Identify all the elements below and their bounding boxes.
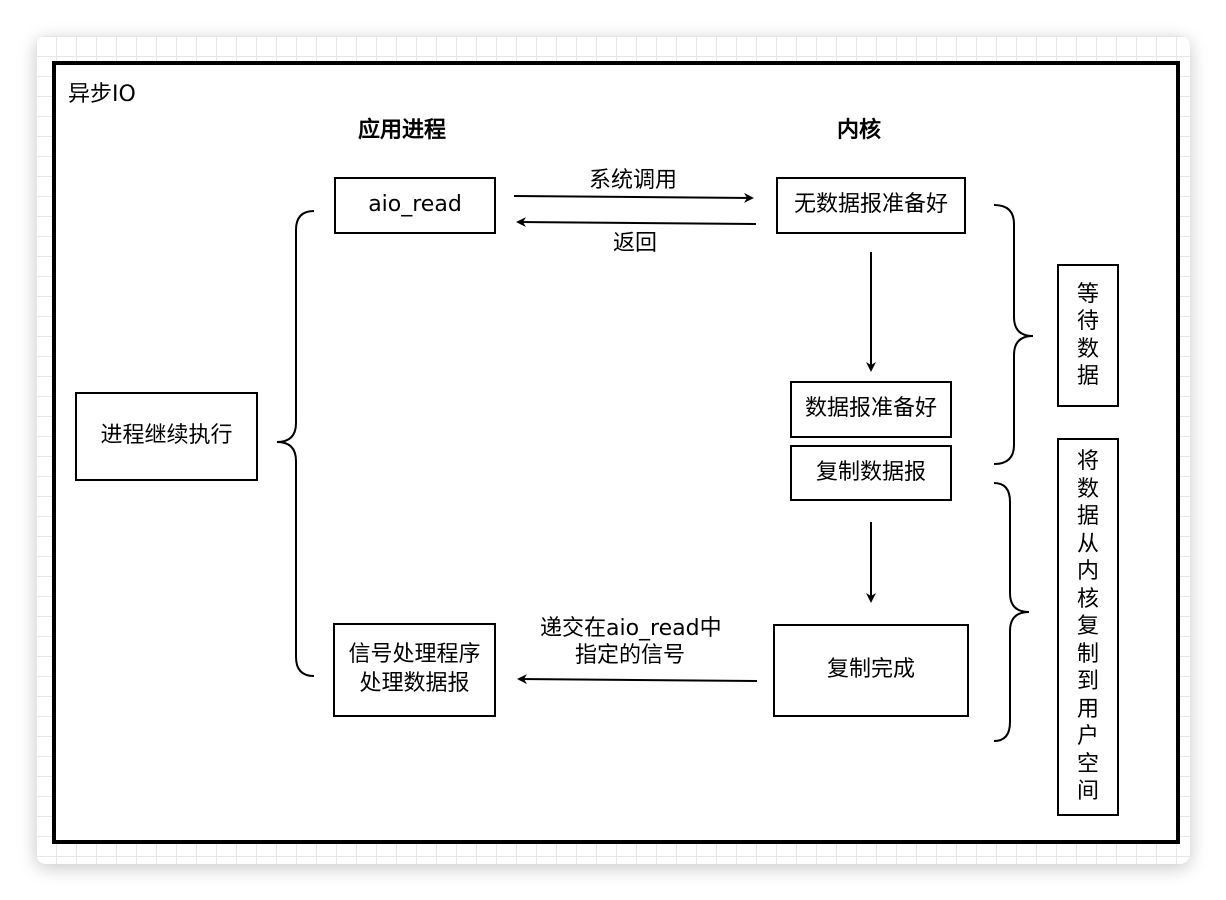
- node-process-continue-label: 进程继续执行: [100, 423, 233, 449]
- brace-wait-data: [993, 204, 1034, 465]
- header-kernel: 内核: [837, 118, 882, 143]
- arrow-deliver-signal: [517, 674, 758, 685]
- copy-to-user-char: 将: [1076, 449, 1099, 475]
- node-signal-handler-line1: 信号处理程序: [348, 642, 481, 668]
- node-aio-read-label: aio_read: [368, 192, 462, 218]
- arrow-return: [516, 217, 757, 228]
- node-copy-to-user[interactable]: 将数据从内核复制到用户空间: [1057, 438, 1119, 816]
- node-process-continue[interactable]: 进程继续执行: [75, 392, 258, 481]
- node-copy-datagram-label: 复制数据报: [815, 459, 926, 485]
- copy-to-user-char: 内: [1076, 559, 1099, 585]
- edge-label-deliver-line2: 指定的信号: [575, 643, 686, 668]
- wait-data-char: 数: [1076, 336, 1099, 362]
- edge-label-syscall: 系统调用: [589, 168, 678, 193]
- node-copy-done-label: 复制完成: [826, 657, 915, 683]
- header-app-process: 应用进程: [358, 118, 447, 143]
- arrow-syscall: [513, 192, 754, 203]
- brace-app-process: [276, 210, 315, 677]
- copy-to-user-char: 核: [1076, 586, 1099, 612]
- copy-to-user-char: 从: [1076, 531, 1099, 557]
- copy-to-user-char: 间: [1076, 779, 1099, 805]
- node-aio-read[interactable]: aio_read: [334, 177, 496, 234]
- wait-data-char: 待: [1076, 309, 1099, 334]
- copy-to-user-char: 到: [1076, 669, 1099, 695]
- node-data-ready[interactable]: 数据报准备好: [790, 381, 952, 438]
- copy-to-user-char: 制: [1076, 641, 1099, 667]
- node-no-data-ready-label: 无数据报准备好: [793, 192, 948, 218]
- node-signal-handler[interactable]: 信号处理程序 处理数据报: [333, 623, 496, 717]
- node-copy-datagram[interactable]: 复制数据报: [790, 445, 952, 501]
- copy-to-user-char: 数: [1076, 476, 1099, 502]
- copy-to-user-char: 户: [1076, 724, 1099, 750]
- node-no-data-ready[interactable]: 无数据报准备好: [776, 177, 966, 234]
- diagram-title: 异步IO: [68, 82, 136, 107]
- copy-to-user-char: 复: [1076, 614, 1099, 640]
- brace-copy-to-user: [993, 482, 1030, 742]
- node-copy-done[interactable]: 复制完成: [773, 624, 969, 717]
- copy-to-user-char: 用: [1076, 696, 1099, 722]
- node-data-ready-label: 数据报准备好: [804, 396, 937, 422]
- wait-data-char: 等: [1076, 281, 1099, 307]
- node-wait-data[interactable]: 等待数据: [1057, 264, 1119, 407]
- copy-to-user-char: 空: [1076, 751, 1099, 777]
- edge-label-return: 返回: [613, 231, 658, 256]
- copy-to-user-char: 据: [1076, 504, 1099, 530]
- edge-label-deliver-line1: 递交在aio_read中: [540, 616, 722, 641]
- wait-data-char: 据: [1076, 364, 1099, 389]
- node-signal-handler-line2: 处理数据报: [359, 671, 470, 696]
